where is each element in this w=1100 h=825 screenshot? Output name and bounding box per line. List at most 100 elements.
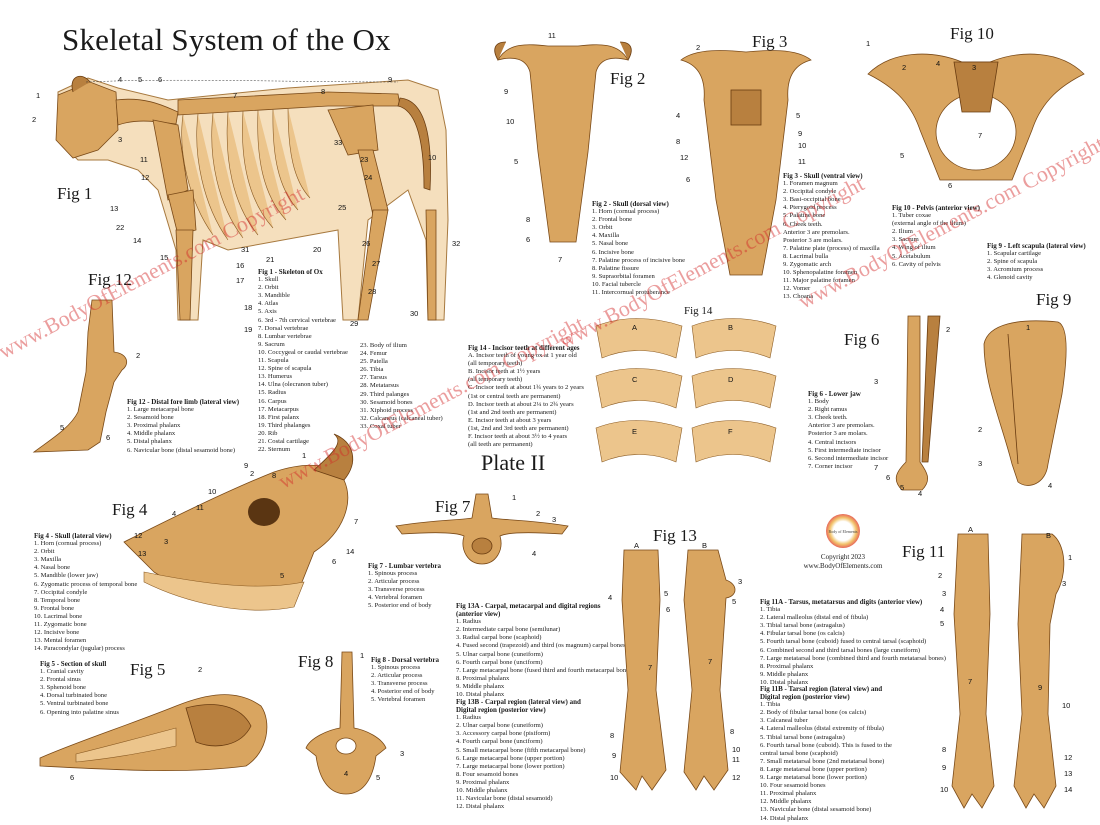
fig2-callout-8: 8 bbox=[526, 215, 530, 224]
legend-item: 24. Femur bbox=[360, 350, 388, 358]
fig14-legend-title: Fig 14 - Incisor teeth at different ages bbox=[468, 344, 580, 352]
legend-item: 3. Accessory carpal bone (pisiform) bbox=[456, 730, 551, 738]
fig11a-callout-8: 8 bbox=[942, 745, 946, 754]
legend-item: 3. Maxilla bbox=[34, 556, 62, 564]
legend-item: 18. First palanx bbox=[258, 413, 300, 421]
fig13b-callout-8: 8 bbox=[730, 727, 734, 736]
legend-item: 2. Sesamoid bone bbox=[127, 414, 174, 422]
legend-item: 7. Large metacarpal bone (fused third an… bbox=[456, 666, 634, 674]
fig10-label: Fig 10 bbox=[950, 24, 994, 43]
legend-item: 32. Calcaneus (calcaneal tuber) bbox=[360, 414, 443, 422]
fig3-callout-12: 12 bbox=[680, 153, 688, 162]
incisor-set-e bbox=[595, 420, 683, 463]
fig1-callout-10: 10 bbox=[428, 153, 436, 162]
pelvis-bone bbox=[327, 104, 379, 156]
legend-item: 20. Rib bbox=[258, 429, 278, 437]
fig7-label: Fig 7 bbox=[435, 497, 471, 516]
legend-item: 14. Paracondylar (jugular) process bbox=[34, 645, 125, 653]
legend-item: 13. Choana bbox=[783, 293, 814, 301]
fig4-callout-1: 1 bbox=[302, 451, 306, 460]
legend-item: 6. Second intermediate incisor bbox=[808, 454, 889, 462]
fig1-callout-30: 30 bbox=[410, 309, 418, 318]
fig8-callout-5: 5 bbox=[376, 773, 380, 782]
legend-item: 4. Central incisors bbox=[808, 438, 857, 446]
horn-bone bbox=[71, 75, 91, 93]
fig10-legend: Fig 10 - Pelvis (anterior view) 1. Tuber… bbox=[892, 204, 980, 269]
legend-item: 8. Large metatarsal bone (upper portion) bbox=[760, 765, 867, 773]
copyright-year: Copyright 2023 bbox=[820, 553, 866, 561]
legend-item: 3. Orbit bbox=[592, 224, 613, 232]
humerus-bone bbox=[167, 189, 197, 236]
fig6-lower-jaw-illustration: 23 76 54 bbox=[874, 315, 950, 498]
fig8-legend: Fig 8 - Dorsal vertebra 1. Spinous proce… bbox=[371, 656, 439, 705]
legend-item: 11. Scapula bbox=[258, 357, 289, 365]
legend-item: 10. Facial tubercle bbox=[592, 280, 641, 288]
scapula-bone bbox=[152, 119, 189, 201]
legend-item: 6. Incisive bone bbox=[592, 248, 634, 256]
fig3-callout-8: 8 bbox=[676, 137, 680, 146]
legend-item: 10. Lacrimal bone bbox=[34, 612, 83, 620]
fig1-dorsal-outline bbox=[85, 79, 399, 83]
incisor-set-d bbox=[691, 368, 777, 409]
left-horn bbox=[494, 41, 507, 61]
legend-item: 4. Pterygoid process bbox=[783, 204, 837, 212]
fig13b-legend-subtitle: Digital region (posterior view) bbox=[456, 706, 546, 715]
fig2-skull-dorsal-illustration: 119 105 86 7 bbox=[494, 32, 632, 262]
fig4-callout-2: 2 bbox=[250, 469, 254, 478]
fig1-callout-11: 11 bbox=[140, 155, 148, 164]
hindleg-bones bbox=[357, 209, 389, 321]
hind-cannon-bones bbox=[425, 209, 437, 321]
fig3-callout-10: 10 bbox=[798, 141, 806, 150]
fig4-callout-7: 7 bbox=[354, 517, 358, 526]
fig1-callout-8: 8 bbox=[321, 87, 325, 96]
legend-item: 4. Nasal bone bbox=[34, 564, 71, 572]
fig11a-callout-10: 10 bbox=[940, 785, 948, 794]
legend-item: 28. Metatarsus bbox=[360, 382, 399, 390]
choana-area bbox=[730, 89, 762, 126]
legend-item: 5. Vertebral foramen bbox=[371, 696, 426, 704]
fig2-callout-5: 5 bbox=[514, 157, 518, 166]
legend-item: 6. Opening into palatine sinus bbox=[40, 708, 119, 716]
fig13b-legend-title: Fig 13B - Carpal region (lateral view) a… bbox=[456, 698, 581, 706]
fig8-callout-4: 4 bbox=[344, 769, 348, 778]
fig11b-callout-1: 1 bbox=[1068, 553, 1072, 562]
legend-item: (external angle of the ilium) bbox=[892, 220, 966, 228]
fig5-callout-6: 6 bbox=[70, 773, 74, 782]
legend-item: 3. Calcaneal tuber bbox=[760, 717, 808, 725]
fig9-legend: Fig 9 - Left scapula (lateral view) 1. S… bbox=[987, 242, 1086, 282]
fig13a-callout-10: 10 bbox=[610, 773, 618, 782]
incisor-set-f bbox=[691, 420, 777, 463]
fig1-callout-18: 18 bbox=[244, 303, 252, 312]
legend-item: 3. Sphenoid bone bbox=[40, 684, 86, 692]
fig13a-bones bbox=[619, 549, 667, 791]
fig1-legend-title: Fig 1 - Skeleton of Ox bbox=[258, 268, 323, 276]
legend-item: 11. Major palatine foramen bbox=[783, 277, 855, 285]
fig3-callout-11: 11 bbox=[798, 157, 806, 166]
fig9-legend-title: Fig 9 - Left scapula (lateral view) bbox=[987, 242, 1086, 250]
legend-item: 1. Foramen magnum bbox=[783, 180, 838, 188]
legend-item: 3. Acromium process bbox=[987, 266, 1044, 274]
fig13a-legend-title: Fig 13A - Carpal, metacarpal and digital… bbox=[456, 602, 601, 610]
fig13a-callout-9: 9 bbox=[612, 751, 616, 760]
fig1-callout-17: 17 bbox=[236, 276, 244, 285]
incisor-set-a bbox=[595, 318, 683, 359]
fig4-callout-8: 8 bbox=[272, 471, 276, 480]
legend-item: (all teeth are permanent) bbox=[468, 441, 533, 449]
legend-item: 15. Radius bbox=[258, 389, 287, 397]
fig14-letter-b: B bbox=[728, 323, 733, 332]
fig11b-legend: Fig 11B - Tarsal region (lateral view) a… bbox=[760, 685, 892, 823]
fig3-legend-title: Fig 3 - Skull (ventral view) bbox=[783, 172, 863, 180]
legend-item: 2. Spine of scapula bbox=[987, 258, 1038, 266]
copyright-url: www.BodyOfElements.com bbox=[803, 562, 883, 570]
fig10-callout-1: 1 bbox=[866, 40, 870, 48]
fig13b-legend: Fig 13B - Carpal region (lateral view) a… bbox=[456, 698, 585, 811]
legend-item: 1. Radius bbox=[456, 618, 481, 626]
legend-item: 5. Small metacarpal bone (fifth metacarp… bbox=[456, 746, 586, 754]
legend-item: 4. Fourth carpal bone (unciform) bbox=[456, 738, 543, 746]
fig4-callout-10: 10 bbox=[208, 487, 216, 496]
fig1-callout-2: 2 bbox=[32, 115, 36, 124]
